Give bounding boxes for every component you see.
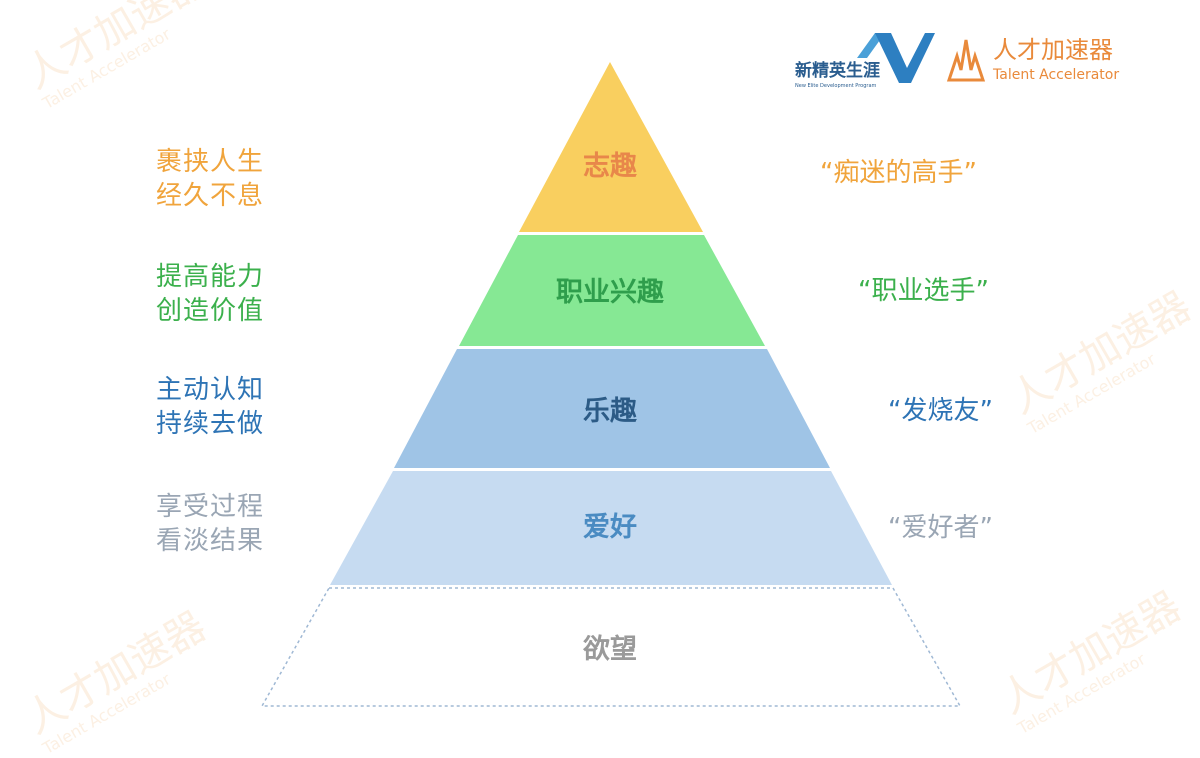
flame-logo-icon: [946, 39, 986, 82]
left-desc-line: 经久不息: [156, 181, 265, 211]
left-desc-line: 创造价值: [156, 296, 265, 326]
v-logo-icon: [857, 33, 935, 83]
level-hobby: [330, 471, 892, 585]
logo-text: 人才加速器: [993, 36, 1113, 64]
logo-subtext: Talent Accelerator: [993, 67, 1120, 83]
left-desc-line: 提高能力: [156, 262, 265, 292]
level-desire: [260, 587, 962, 707]
right-quote: “爱好者”: [888, 513, 993, 543]
left-desc-line: 主动认知: [156, 375, 265, 405]
right-quote: “痴迷的高手”: [820, 158, 977, 188]
right-quote: “职业选手”: [858, 276, 989, 306]
level-label: 爱好: [583, 512, 637, 543]
level-label: 欲望: [582, 634, 637, 665]
level-fun: [394, 349, 830, 468]
left-desc-hobby: 享受过程看淡结果: [156, 490, 264, 558]
level-label: 志趣: [583, 151, 637, 182]
left-desc-line: 享受过程: [156, 492, 265, 522]
level-label: 职业兴趣: [556, 277, 664, 308]
logo-text: 新精英生涯: [795, 61, 880, 81]
left-desc-career: 提高能力创造价值: [156, 260, 264, 328]
logo-new-elite: 新精英生涯 New Elite Development Program: [795, 28, 935, 89]
logo-subtext: New Elite Development Program: [795, 83, 877, 89]
left-desc-zhiqu: 裹挟人生经久不息: [156, 145, 264, 213]
right-quote: “发烧友”: [888, 396, 993, 426]
level-zhiqu: [519, 62, 703, 232]
left-desc-line: 看淡结果: [156, 526, 265, 556]
left-desc-line: 持续去做: [156, 409, 265, 439]
level-label: 乐趣: [583, 396, 637, 427]
left-desc-fun: 主动认知持续去做: [156, 373, 264, 441]
left-desc-line: 裹挟人生: [156, 147, 265, 177]
level-career-interest: [459, 235, 765, 346]
